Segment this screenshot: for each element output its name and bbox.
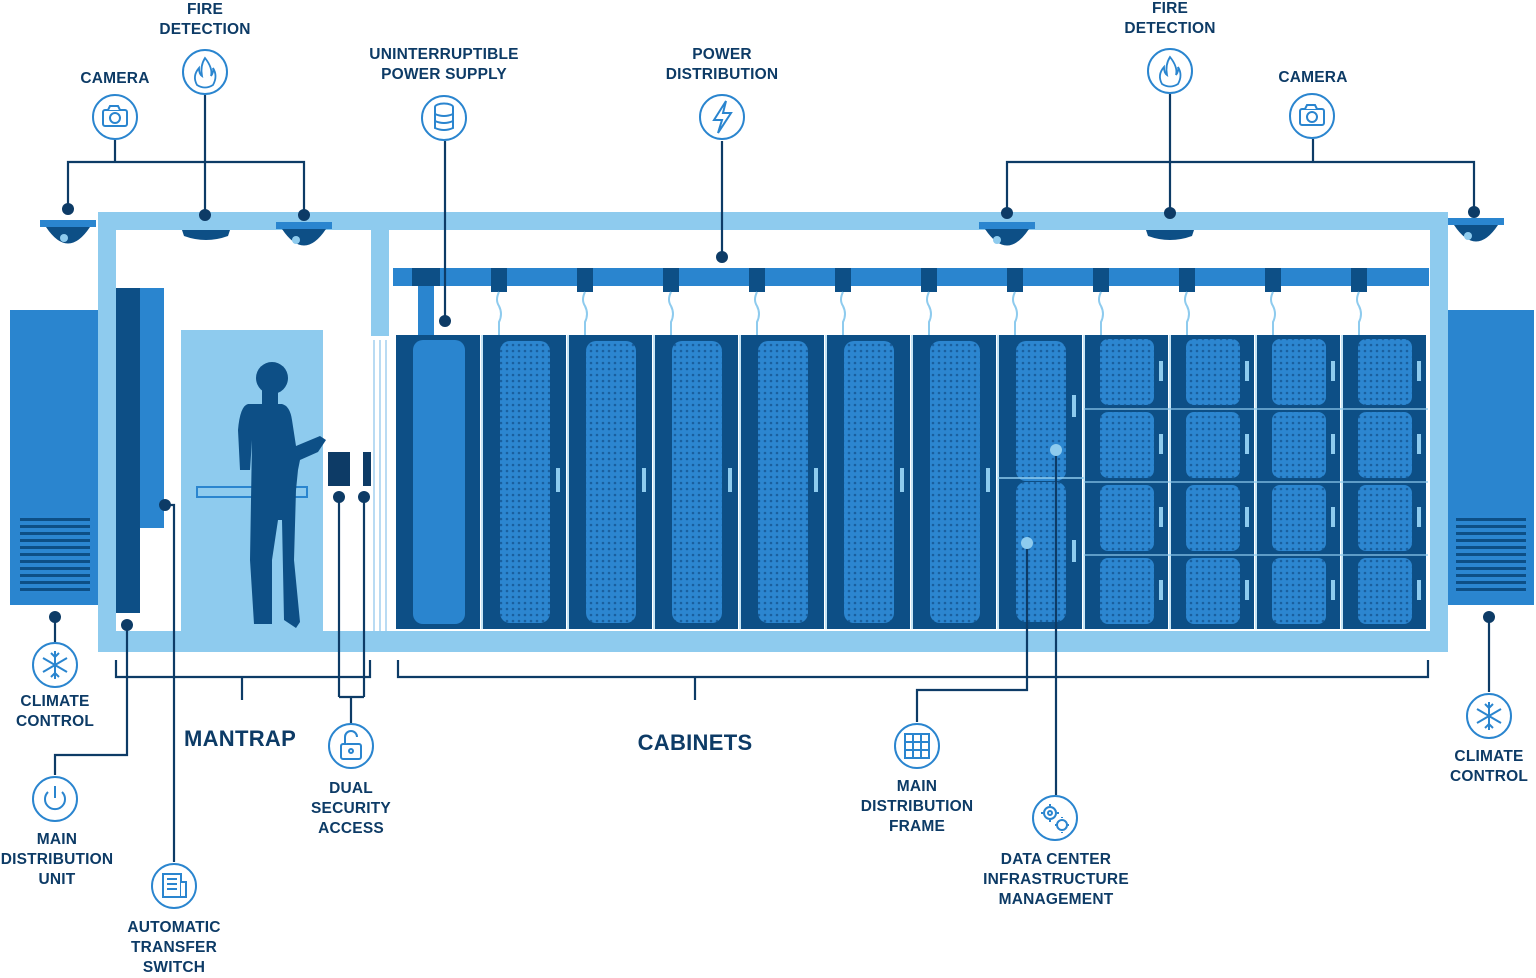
cabinet-8 bbox=[1083, 268, 1170, 629]
connector-dots bbox=[49, 203, 1495, 631]
power-bus bbox=[393, 268, 1429, 286]
mantrap-label: MANTRAP bbox=[183, 726, 297, 751]
climate-unit-left bbox=[10, 310, 98, 605]
camera-device-4 bbox=[1448, 218, 1504, 242]
building-icon bbox=[151, 863, 197, 909]
flame-icon bbox=[182, 49, 228, 95]
container-frame bbox=[98, 212, 1448, 652]
cabinet-6 bbox=[911, 268, 996, 629]
cabinet-row bbox=[481, 268, 1428, 629]
cabinets-label: CABINETS bbox=[637, 730, 753, 755]
database-icon bbox=[421, 95, 467, 141]
climate-unit-right bbox=[1448, 310, 1534, 605]
camera-icon bbox=[1289, 93, 1335, 139]
snowflake-icon bbox=[32, 642, 78, 688]
lightning-icon bbox=[699, 94, 745, 140]
snowflake-icon bbox=[1466, 693, 1512, 739]
cabinet-9 bbox=[1169, 268, 1256, 629]
cabinet-3 bbox=[653, 268, 738, 629]
camera-device-1 bbox=[40, 220, 96, 244]
camera-label-right: CAMERA bbox=[1278, 69, 1348, 86]
lock-icon bbox=[328, 723, 374, 769]
camera-icon bbox=[92, 94, 138, 140]
camera-device-2 bbox=[276, 222, 332, 246]
ceiling-devices bbox=[40, 218, 1504, 246]
person-silhouette bbox=[238, 362, 326, 628]
gears-icon bbox=[1032, 795, 1078, 841]
camera-device-3 bbox=[979, 222, 1035, 246]
flame-icon bbox=[1147, 48, 1193, 94]
cabinet-1 bbox=[481, 268, 566, 629]
ups-cabinet bbox=[396, 268, 480, 629]
grid-icon bbox=[894, 723, 940, 769]
cabinet-11 bbox=[1341, 268, 1428, 629]
cabinet-5 bbox=[825, 268, 910, 629]
cabinet-2 bbox=[567, 268, 652, 629]
cabinet-10 bbox=[1255, 268, 1342, 629]
mantrap-room bbox=[116, 288, 371, 631]
smoke-detector-1 bbox=[182, 230, 230, 240]
camera-label-left: CAMERA bbox=[80, 70, 150, 87]
smoke-detector-2 bbox=[1146, 230, 1194, 240]
power-icon bbox=[32, 776, 78, 822]
cabinet-7 bbox=[997, 268, 1084, 629]
cabinet-4 bbox=[739, 268, 824, 629]
connector-lines bbox=[53, 94, 1491, 862]
